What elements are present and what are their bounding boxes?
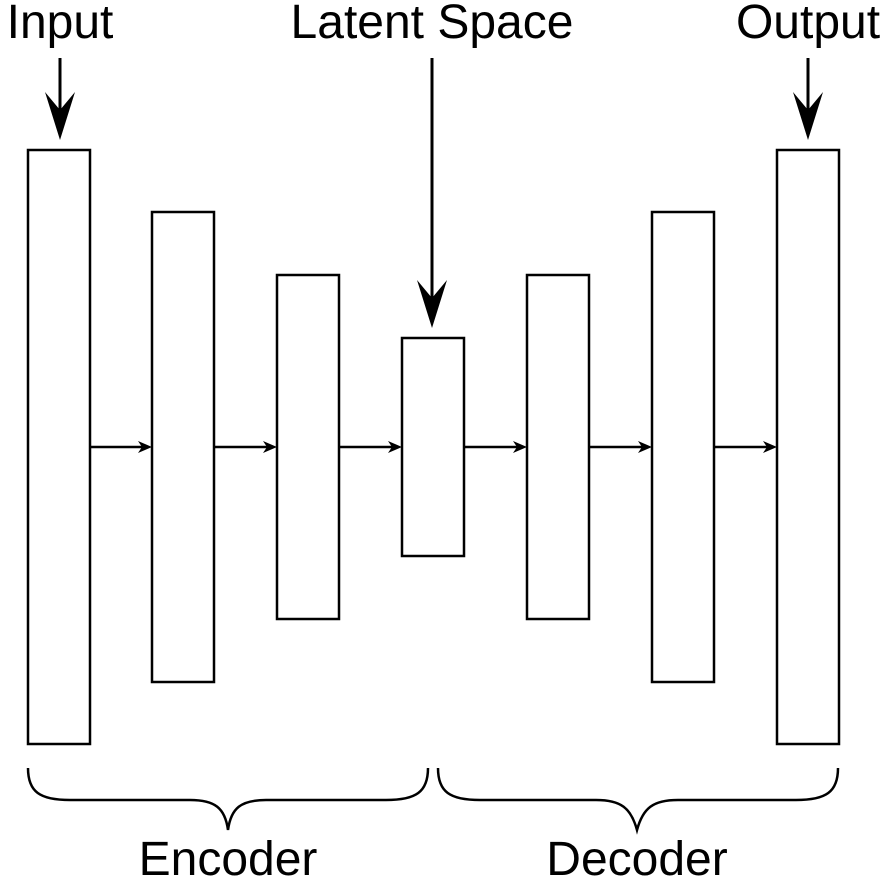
decoder-layer-1 (525, 273, 591, 621)
output-layer (775, 148, 841, 746)
decoder-brace (436, 767, 840, 835)
latent-space-label: Latent Space (291, 0, 574, 49)
encoder-layer-2 (275, 273, 341, 621)
connection-arrow (589, 441, 652, 453)
connection-arrow (464, 441, 527, 453)
latent-layer (400, 336, 466, 558)
input-label: Input (7, 0, 114, 49)
decoder-layer-2 (650, 210, 716, 684)
connection-arrow (90, 441, 152, 453)
connection-arrow (214, 441, 277, 453)
encoder-label: Encoder (139, 833, 318, 881)
encoder-layer-1 (150, 210, 216, 684)
input-pointer-arrow (45, 58, 75, 140)
encoder-brace (26, 767, 430, 831)
output-label: Output (736, 0, 880, 49)
input-layer (26, 148, 92, 746)
connection-arrow (714, 441, 777, 453)
connection-arrow (339, 441, 402, 453)
output-pointer-arrow (793, 58, 823, 140)
decoder-label: Decoder (546, 833, 727, 881)
latent-pointer-arrow (417, 58, 447, 328)
